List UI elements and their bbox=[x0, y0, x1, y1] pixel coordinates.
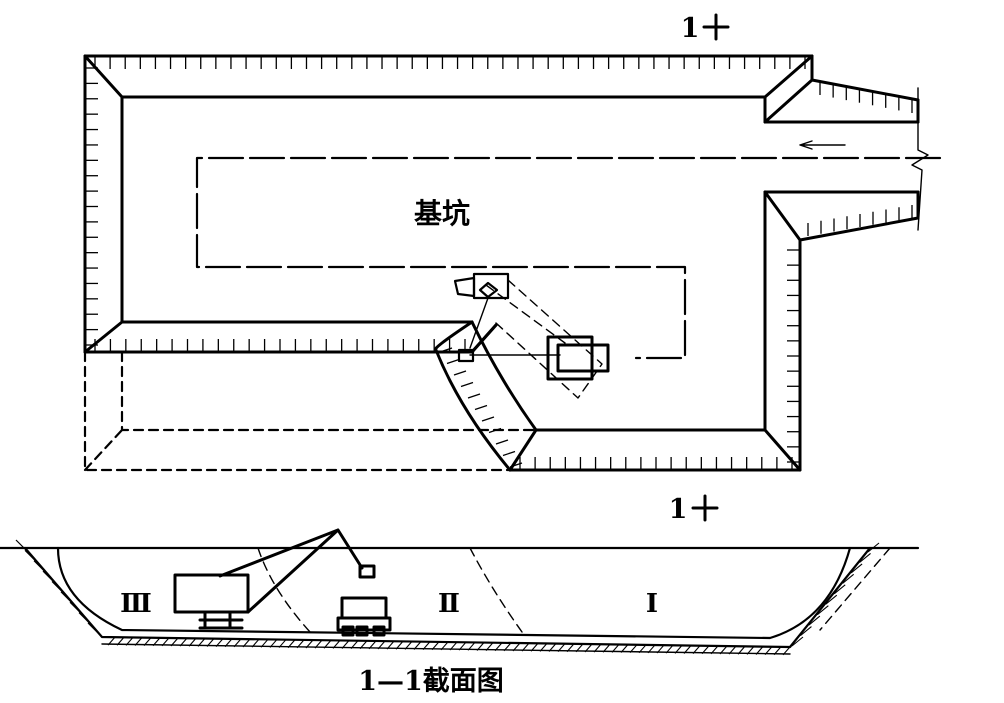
zone-3-label: Ⅲ bbox=[120, 589, 152, 619]
section-mark-top: 1 bbox=[681, 13, 730, 44]
slope-corner-lines bbox=[83, 54, 814, 472]
slope-tick bbox=[502, 450, 516, 457]
pit-profile-outer bbox=[23, 546, 872, 649]
section-mark-bottom: 1 bbox=[669, 494, 719, 525]
section-hatch-line bbox=[850, 563, 863, 574]
section-hatch-line bbox=[867, 542, 880, 553]
truck-bed bbox=[340, 596, 388, 620]
truck-wheel-1 bbox=[341, 625, 355, 637]
section-hatch-line bbox=[833, 584, 846, 595]
pit-profile-inner bbox=[56, 546, 852, 640]
section-mark-bottom-cross bbox=[691, 494, 719, 522]
excavator-boom-diamond bbox=[478, 281, 499, 299]
direction-arrow bbox=[799, 140, 846, 150]
zone-boundary-3-2 bbox=[257, 547, 311, 633]
excavation-path bbox=[195, 156, 942, 360]
section-mark-top-cross bbox=[702, 13, 730, 41]
pit-label: 基坑 bbox=[414, 197, 470, 230]
section-hatch-line bbox=[791, 636, 804, 647]
slope-hatch-ticks bbox=[85, 56, 913, 470]
section-hatch-line bbox=[825, 594, 838, 605]
excavator-section-legs bbox=[198, 610, 244, 630]
excavator-section-body bbox=[173, 573, 250, 614]
excavator-bucket bbox=[453, 276, 476, 298]
excavator-section-boom bbox=[218, 528, 364, 614]
pit-bottom-line bbox=[101, 643, 791, 655]
section-title: 1—1截面图 bbox=[358, 666, 504, 697]
slope-tick bbox=[446, 358, 460, 365]
section-mark-top-number: 1 bbox=[681, 13, 700, 44]
dashed-extension bbox=[83, 350, 538, 472]
zone-2-label: Ⅱ bbox=[438, 589, 460, 619]
slope-tick bbox=[495, 439, 509, 445]
slope-tick bbox=[467, 393, 481, 399]
slope-tick bbox=[474, 404, 488, 411]
zone-1-label: Ⅰ bbox=[646, 589, 658, 619]
excavator-small-box bbox=[457, 348, 475, 363]
excavator-section-bucket bbox=[358, 564, 376, 579]
section-mark-bottom-number: 1 bbox=[669, 494, 688, 525]
excavator-cab bbox=[472, 272, 510, 300]
curved-slope-outer bbox=[433, 320, 512, 472]
section-hatch-line bbox=[842, 573, 855, 584]
section-hatch-line bbox=[808, 615, 821, 626]
truck-chassis bbox=[336, 616, 392, 632]
section-hatch-line bbox=[800, 626, 812, 636]
zone-boundary-2-1 bbox=[469, 547, 523, 633]
section-hatch-line bbox=[816, 605, 829, 616]
truck-wheel-3 bbox=[372, 625, 386, 637]
slope-tick bbox=[481, 416, 495, 422]
right-dashed-slope bbox=[819, 547, 891, 631]
excavator-swing-outline bbox=[485, 279, 603, 399]
excavator-body bbox=[556, 343, 610, 373]
excavator-arm bbox=[469, 297, 561, 356]
section-view: Ⅲ Ⅱ Ⅰ 1—1截面图 bbox=[0, 528, 920, 697]
slope-tick bbox=[453, 370, 467, 376]
section-hatch-line bbox=[859, 553, 871, 563]
curved-slope-inner bbox=[470, 320, 538, 472]
excavator-plan bbox=[453, 272, 610, 399]
pit-outer-boundary bbox=[83, 54, 920, 472]
slope-tick bbox=[460, 381, 474, 388]
pit-outer-curve-edge bbox=[470, 323, 498, 354]
excavator-section bbox=[173, 528, 376, 630]
break-line bbox=[911, 87, 929, 231]
dump-truck bbox=[336, 596, 392, 637]
plan-view: 基坑 1 1 bbox=[83, 13, 942, 525]
excavator-tracks bbox=[546, 335, 594, 381]
truck-wheel-2 bbox=[355, 625, 369, 637]
